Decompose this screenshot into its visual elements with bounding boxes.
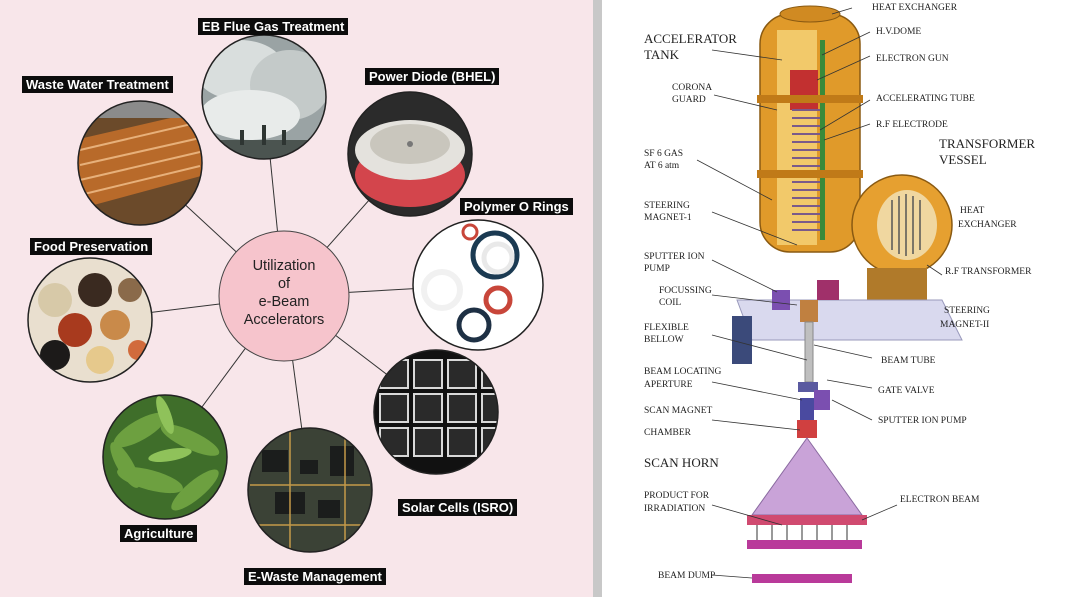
label-accelerator-tank-2: TANK xyxy=(644,47,680,62)
label-corona-guard-2: GUARD xyxy=(672,95,706,105)
label-sputter-ion-pump-2: SPUTTER ION PUMP xyxy=(878,416,967,426)
water-channel-photo xyxy=(78,101,202,225)
label-steering-magnet-2b: MAGNET-II xyxy=(940,320,989,330)
label-sputter-ion-pump-1b: PUMP xyxy=(644,264,670,274)
label-heat-exchanger-side-1: HEAT xyxy=(960,206,984,216)
label-flexible-bellow-2: BELLOW xyxy=(644,335,684,345)
leaves-photo xyxy=(103,395,227,519)
label-gate-valve: GATE VALVE xyxy=(878,386,935,396)
center-line-3: e-Beam xyxy=(258,294,310,310)
label-beam-dump: BEAM DUMP xyxy=(658,571,715,581)
accelerator-panel: ACCELERATOR TANK TRANSFORMER VESSEL SCAN… xyxy=(602,0,1077,597)
label-rf-electrode: R.F ELECTRODE xyxy=(876,120,948,130)
label-sf6-gas-2: AT 6 atm xyxy=(644,161,680,171)
center-circle xyxy=(218,230,350,362)
label-accelerator-tank-1: ACCELERATOR xyxy=(644,31,737,46)
label-polymer-o-rings: Polymer O Rings xyxy=(460,198,573,215)
label-eb-flue-gas: EB Flue Gas Treatment xyxy=(198,18,349,35)
label-beam-tube: BEAM TUBE xyxy=(881,356,936,366)
smokestack-photo xyxy=(202,35,326,159)
label-product-2: IRRADIATION xyxy=(644,504,705,514)
label-heat-exchanger-side-2: EXCHANGER xyxy=(958,220,1017,230)
center-line-4: Accelerators xyxy=(243,312,325,328)
solar-cells-photo xyxy=(374,350,498,474)
label-sf6-gas-1: SF 6 GAS xyxy=(644,149,683,159)
label-agriculture: Agriculture xyxy=(120,525,198,542)
circuit-board-photo xyxy=(248,428,372,552)
label-electron-gun: ELECTRON GUN xyxy=(876,54,949,64)
transformer-vessel-drawing xyxy=(851,174,953,308)
panel-divider xyxy=(593,0,602,597)
label-accelerating-tube: ACCELERATING TUBE xyxy=(876,94,975,104)
center-line-2: of xyxy=(277,276,291,292)
label-solar-cells: Solar Cells (ISRO) xyxy=(398,499,518,516)
label-focussing-coil-2: COIL xyxy=(659,298,681,308)
accelerator-schematic: ACCELERATOR TANK TRANSFORMER VESSEL SCAN… xyxy=(644,3,1035,583)
label-scan-horn: SCAN HORN xyxy=(644,455,719,470)
label-power-diode: Power Diode (BHEL) xyxy=(365,68,500,85)
leader-lines xyxy=(696,7,943,579)
label-scan-magnet: SCAN MAGNET xyxy=(644,406,713,416)
label-steering-magnet-1b: MAGNET-1 xyxy=(644,213,692,223)
label-steering-magnet-1a: STEERING xyxy=(644,201,690,211)
label-focussing-coil-1: FOCUSSING xyxy=(659,286,712,296)
label-product-1: PRODUCT FOR xyxy=(644,491,710,501)
label-beam-locating-2: APERTURE xyxy=(644,380,693,390)
o-rings-photo xyxy=(413,220,543,350)
utilization-diagram xyxy=(27,34,544,553)
label-e-waste: E-Waste Management xyxy=(244,568,386,585)
label-hv-dome: H.V.DOME xyxy=(876,27,921,37)
label-rf-transformer: R.F TRANSFORMER xyxy=(945,267,1032,277)
utilization-panel: Utilization of e-Beam Accelerators EB Fl… xyxy=(0,0,593,597)
label-corona-guard-1: CORONA xyxy=(672,83,712,93)
label-flexible-bellow-1: FLEXIBLE xyxy=(644,323,689,333)
label-food-preservation: Food Preservation xyxy=(30,238,153,255)
label-transformer-vessel-2: VESSEL xyxy=(939,152,987,167)
label-steering-magnet-2a: STEERING xyxy=(944,306,990,316)
food-bowls-photo xyxy=(28,258,152,382)
label-electron-beam: ELECTRON BEAM xyxy=(900,495,980,505)
label-heat-exchanger-top: HEAT EXCHANGER xyxy=(872,3,958,13)
label-transformer-vessel-1: TRANSFORMER xyxy=(939,136,1035,151)
label-sputter-ion-pump-1a: SPUTTER ION xyxy=(644,252,705,262)
center-line-1: Utilization xyxy=(252,258,316,274)
label-waste-water: Waste Water Treatment xyxy=(22,76,173,93)
accelerator-tank-drawing xyxy=(757,5,863,253)
label-chamber: CHAMBER xyxy=(644,428,692,438)
label-beam-locating-1: BEAM LOCATING xyxy=(644,367,721,377)
diode-photo xyxy=(348,92,472,216)
center-title: Utilization of e-Beam Accelerators xyxy=(220,257,348,329)
